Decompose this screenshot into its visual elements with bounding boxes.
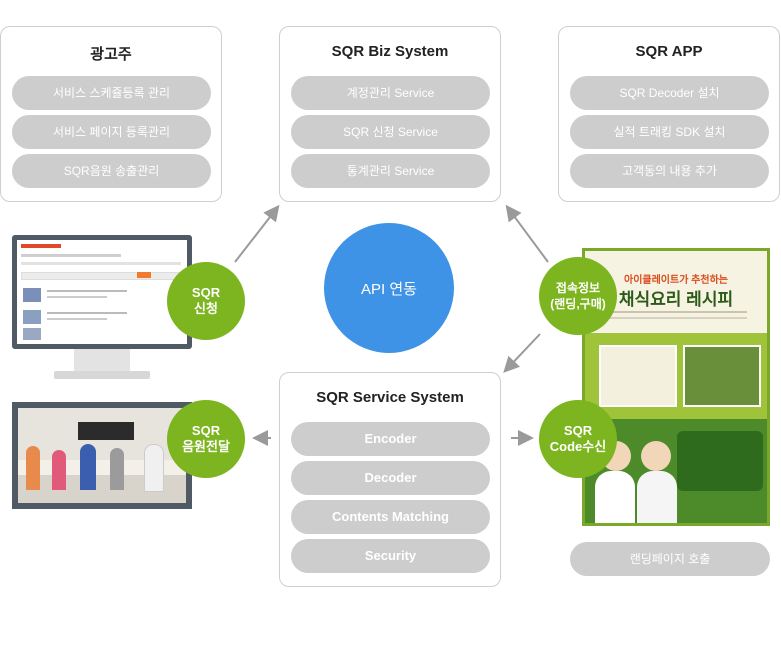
- app-item-consent: 고객동의 내용 추가: [570, 154, 769, 188]
- access-info-badge: 접속정보 (랜딩,구매): [539, 257, 617, 335]
- advertiser-item-audio: SQR음원 송출관리: [12, 154, 211, 188]
- sqr-code-receive-line2: Code수신: [549, 439, 607, 454]
- biz-system-panel: SQR Biz System 계정관리 Service SQR 신청 Servi…: [279, 26, 501, 202]
- biz-item-account: 계정관리 Service: [291, 76, 490, 110]
- advertiser-title: 광고주: [90, 46, 132, 63]
- sqr-app-panel: SQR APP SQR Decoder 설치 실적 트래킹 SDK 설치 고객동…: [558, 26, 780, 202]
- api-integration-label: API 연동: [361, 280, 417, 298]
- service-item-matching: Contents Matching: [291, 500, 490, 534]
- monitor-icon: [12, 235, 192, 381]
- app-item-sdk: 실적 트래킹 SDK 설치: [570, 115, 769, 149]
- access-info-line2: (랜딩,구매): [550, 297, 606, 311]
- sqr-code-receive-line1: SQR: [563, 423, 593, 438]
- monitor-stand: [74, 349, 130, 371]
- api-integration-circle: API 연동: [324, 223, 454, 353]
- sqr-apply-line1: SQR: [191, 285, 221, 300]
- advertiser-item-schedule: 서비스 스케쥴등록 관리: [12, 76, 211, 110]
- sqr-apply-line2: 신청: [194, 301, 218, 316]
- biz-system-title: SQR Biz System: [331, 43, 449, 60]
- arrow-access-to-biz: [505, 204, 549, 263]
- access-info-line1: 접속정보: [555, 281, 601, 295]
- landing-page-call-pill: 랜딩페이지 호출: [570, 542, 770, 576]
- service-item-security: Security: [291, 539, 490, 573]
- advertiser-panel: 광고주 서비스 스케쥴등록 관리 서비스 페이지 등록관리 SQR음원 송출관리: [0, 26, 222, 202]
- arrow-apply-to-biz: [234, 204, 280, 263]
- service-item-decoder: Decoder: [291, 461, 490, 495]
- poster-title: 채식요리 레시피: [618, 290, 734, 309]
- tv-screen: [12, 402, 192, 509]
- biz-item-stats: 통계관리 Service: [291, 154, 490, 188]
- sqr-audio-line1: SQR: [191, 423, 221, 438]
- sqr-app-title: SQR APP: [635, 43, 703, 60]
- poster-kicker: 아이클레이트가 추천하는: [624, 275, 728, 286]
- app-item-decoder: SQR Decoder 설치: [570, 76, 769, 110]
- advertiser-item-page: 서비스 페이지 등록관리: [12, 115, 211, 149]
- service-system-title: SQR Service System: [316, 389, 464, 406]
- service-item-encoder: Encoder: [291, 422, 490, 456]
- service-system-panel: SQR Service System Encoder Decoder Conte…: [279, 372, 501, 587]
- sqr-audio-line2: 음원전달: [182, 439, 230, 454]
- monitor-screen: [12, 235, 192, 349]
- biz-item-apply: SQR 신청 Service: [291, 115, 490, 149]
- monitor-base: [54, 371, 150, 379]
- arrow-access-to-service: [503, 333, 541, 373]
